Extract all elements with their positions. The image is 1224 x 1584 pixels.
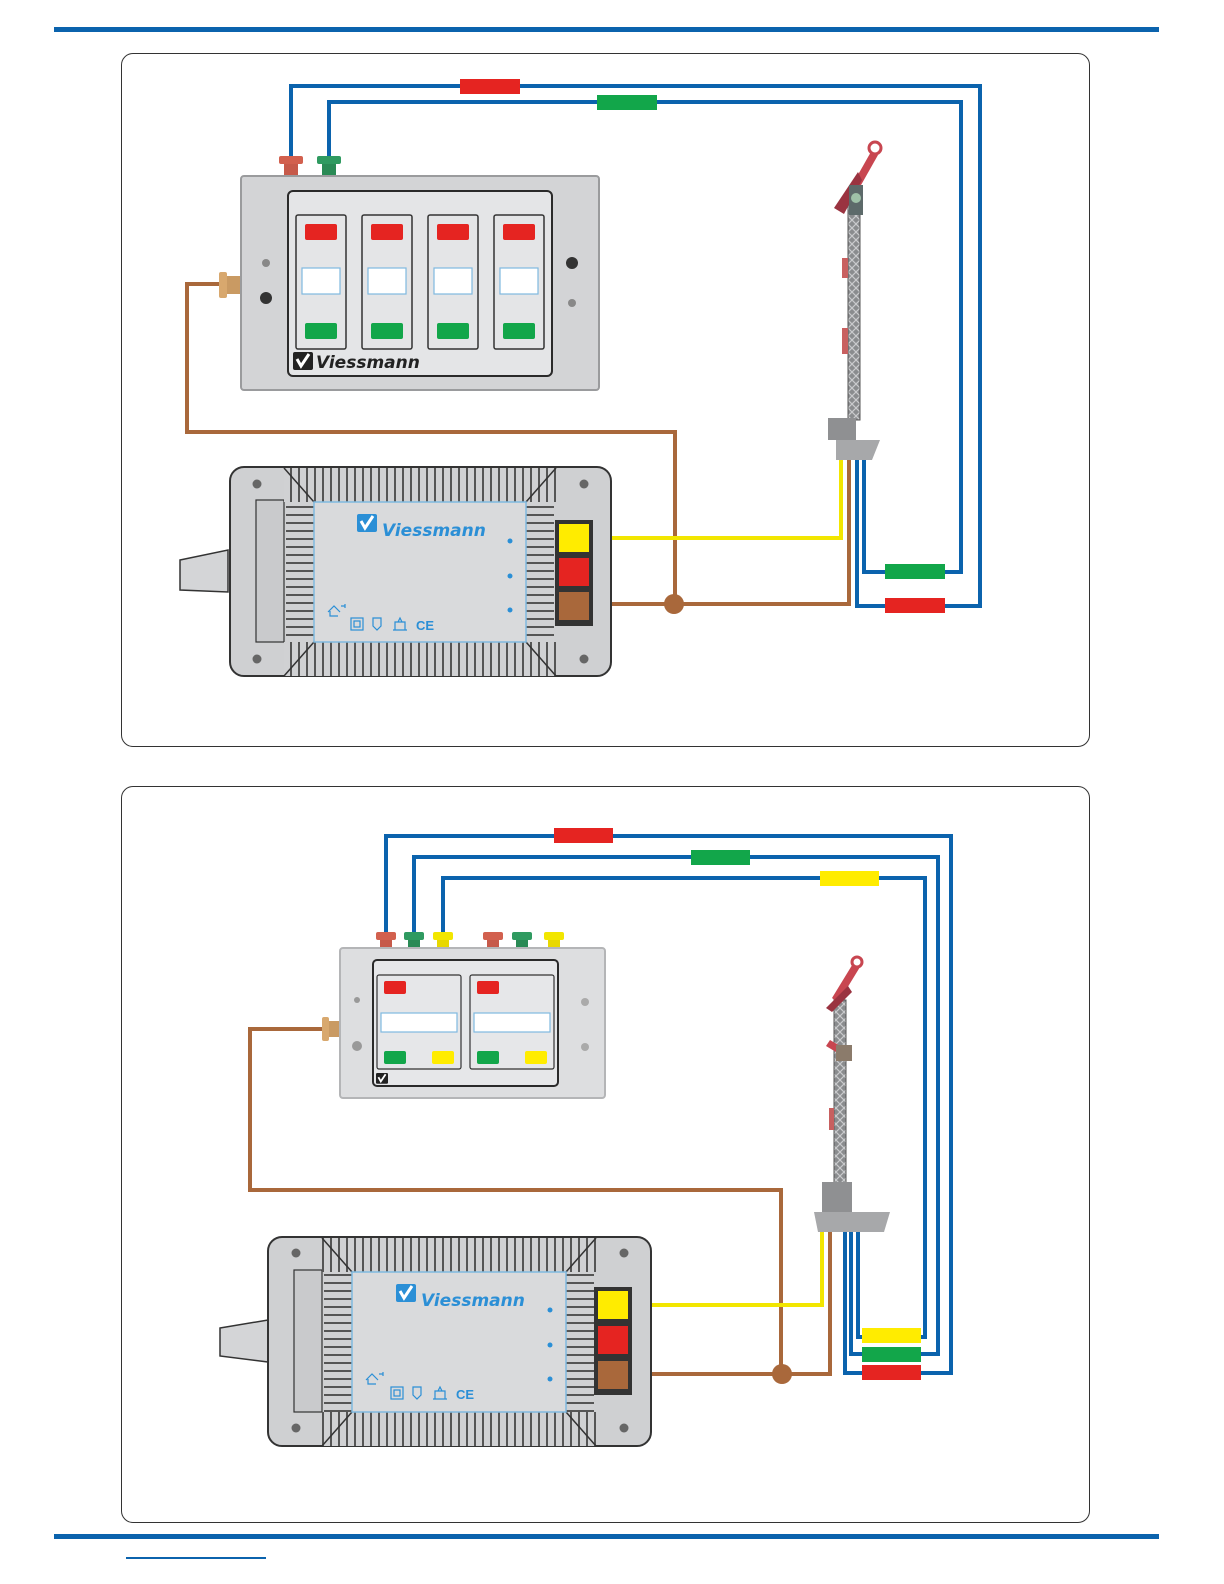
diagram-1: Viessmann Viessmann CE: [180, 79, 980, 676]
button-column-4: [494, 215, 544, 349]
plug-green-icon: [317, 156, 341, 176]
tag-red: [554, 828, 613, 843]
yellow-button[interactable]: [525, 1051, 547, 1064]
diagram-2: Viessmann CE: [220, 828, 951, 1446]
red-button[interactable]: [477, 981, 499, 994]
terminal-red[interactable]: [598, 1326, 628, 1354]
green-button[interactable]: [503, 323, 535, 339]
red-button[interactable]: [371, 224, 403, 240]
junction-dot: [664, 594, 684, 614]
control-panel-2: [322, 932, 605, 1098]
plug-red-icon: [279, 156, 303, 176]
ce-mark-icon: CE: [456, 1387, 474, 1402]
tag-red: [460, 79, 520, 94]
control-panel-1: Viessmann: [219, 156, 599, 390]
button-column-3: [428, 215, 478, 349]
viessmann-logo-icon: [293, 352, 313, 370]
terminal-yellow[interactable]: [559, 524, 589, 552]
cable: [220, 1320, 268, 1362]
viessmann-logo-icon: [396, 1284, 416, 1302]
red-button[interactable]: [437, 224, 469, 240]
semaphore-signal-icon: [814, 957, 890, 1232]
green-button[interactable]: [371, 323, 403, 339]
cable: [180, 550, 228, 592]
terminal-red[interactable]: [559, 558, 589, 586]
label-field: [474, 1013, 550, 1032]
green-button[interactable]: [305, 323, 337, 339]
tag-red: [862, 1365, 921, 1380]
tag-yellow: [862, 1328, 921, 1343]
red-button[interactable]: [384, 981, 406, 994]
tag-green: [862, 1347, 921, 1362]
plug-brown-icon: [322, 1017, 340, 1041]
button-column-2: [470, 975, 554, 1069]
yellow-button[interactable]: [432, 1051, 454, 1064]
wire-yellow-2: [628, 1232, 822, 1305]
button-column-1: [377, 975, 461, 1069]
viessmann-logo-icon: [376, 1073, 388, 1084]
label-field: [302, 268, 340, 294]
tag-green: [597, 95, 657, 110]
terminal-brown[interactable]: [598, 1361, 628, 1389]
brand-name: Viessmann: [316, 353, 420, 373]
tag-red: [885, 598, 945, 613]
green-button[interactable]: [477, 1051, 499, 1064]
transformer-2: Viessmann CE: [220, 1237, 651, 1446]
junction-dot: [772, 1364, 792, 1384]
semaphore-signal-icon: [828, 142, 881, 460]
label-field: [381, 1013, 457, 1032]
tag-yellow: [820, 871, 879, 886]
green-button[interactable]: [384, 1051, 406, 1064]
tag-green: [885, 564, 945, 579]
viessmann-logo-icon: [357, 514, 377, 532]
red-button[interactable]: [503, 224, 535, 240]
terminal-yellow[interactable]: [598, 1291, 628, 1319]
label-field: [434, 268, 472, 294]
button-column-2: [362, 215, 412, 349]
green-button[interactable]: [437, 323, 469, 339]
ce-mark-icon: CE: [416, 618, 434, 633]
brand-name: Viessmann: [382, 521, 486, 541]
tag-green: [691, 850, 750, 865]
transformer-1: Viessmann CE: [180, 467, 611, 676]
red-button[interactable]: [305, 224, 337, 240]
label-field: [500, 268, 538, 294]
plug-brown-icon: [219, 272, 240, 298]
button-column-1: [296, 215, 346, 349]
wire-yellow-1: [589, 460, 841, 538]
terminal-brown[interactable]: [559, 592, 589, 620]
brand-name: Viessmann: [421, 1291, 525, 1311]
label-field: [368, 268, 406, 294]
